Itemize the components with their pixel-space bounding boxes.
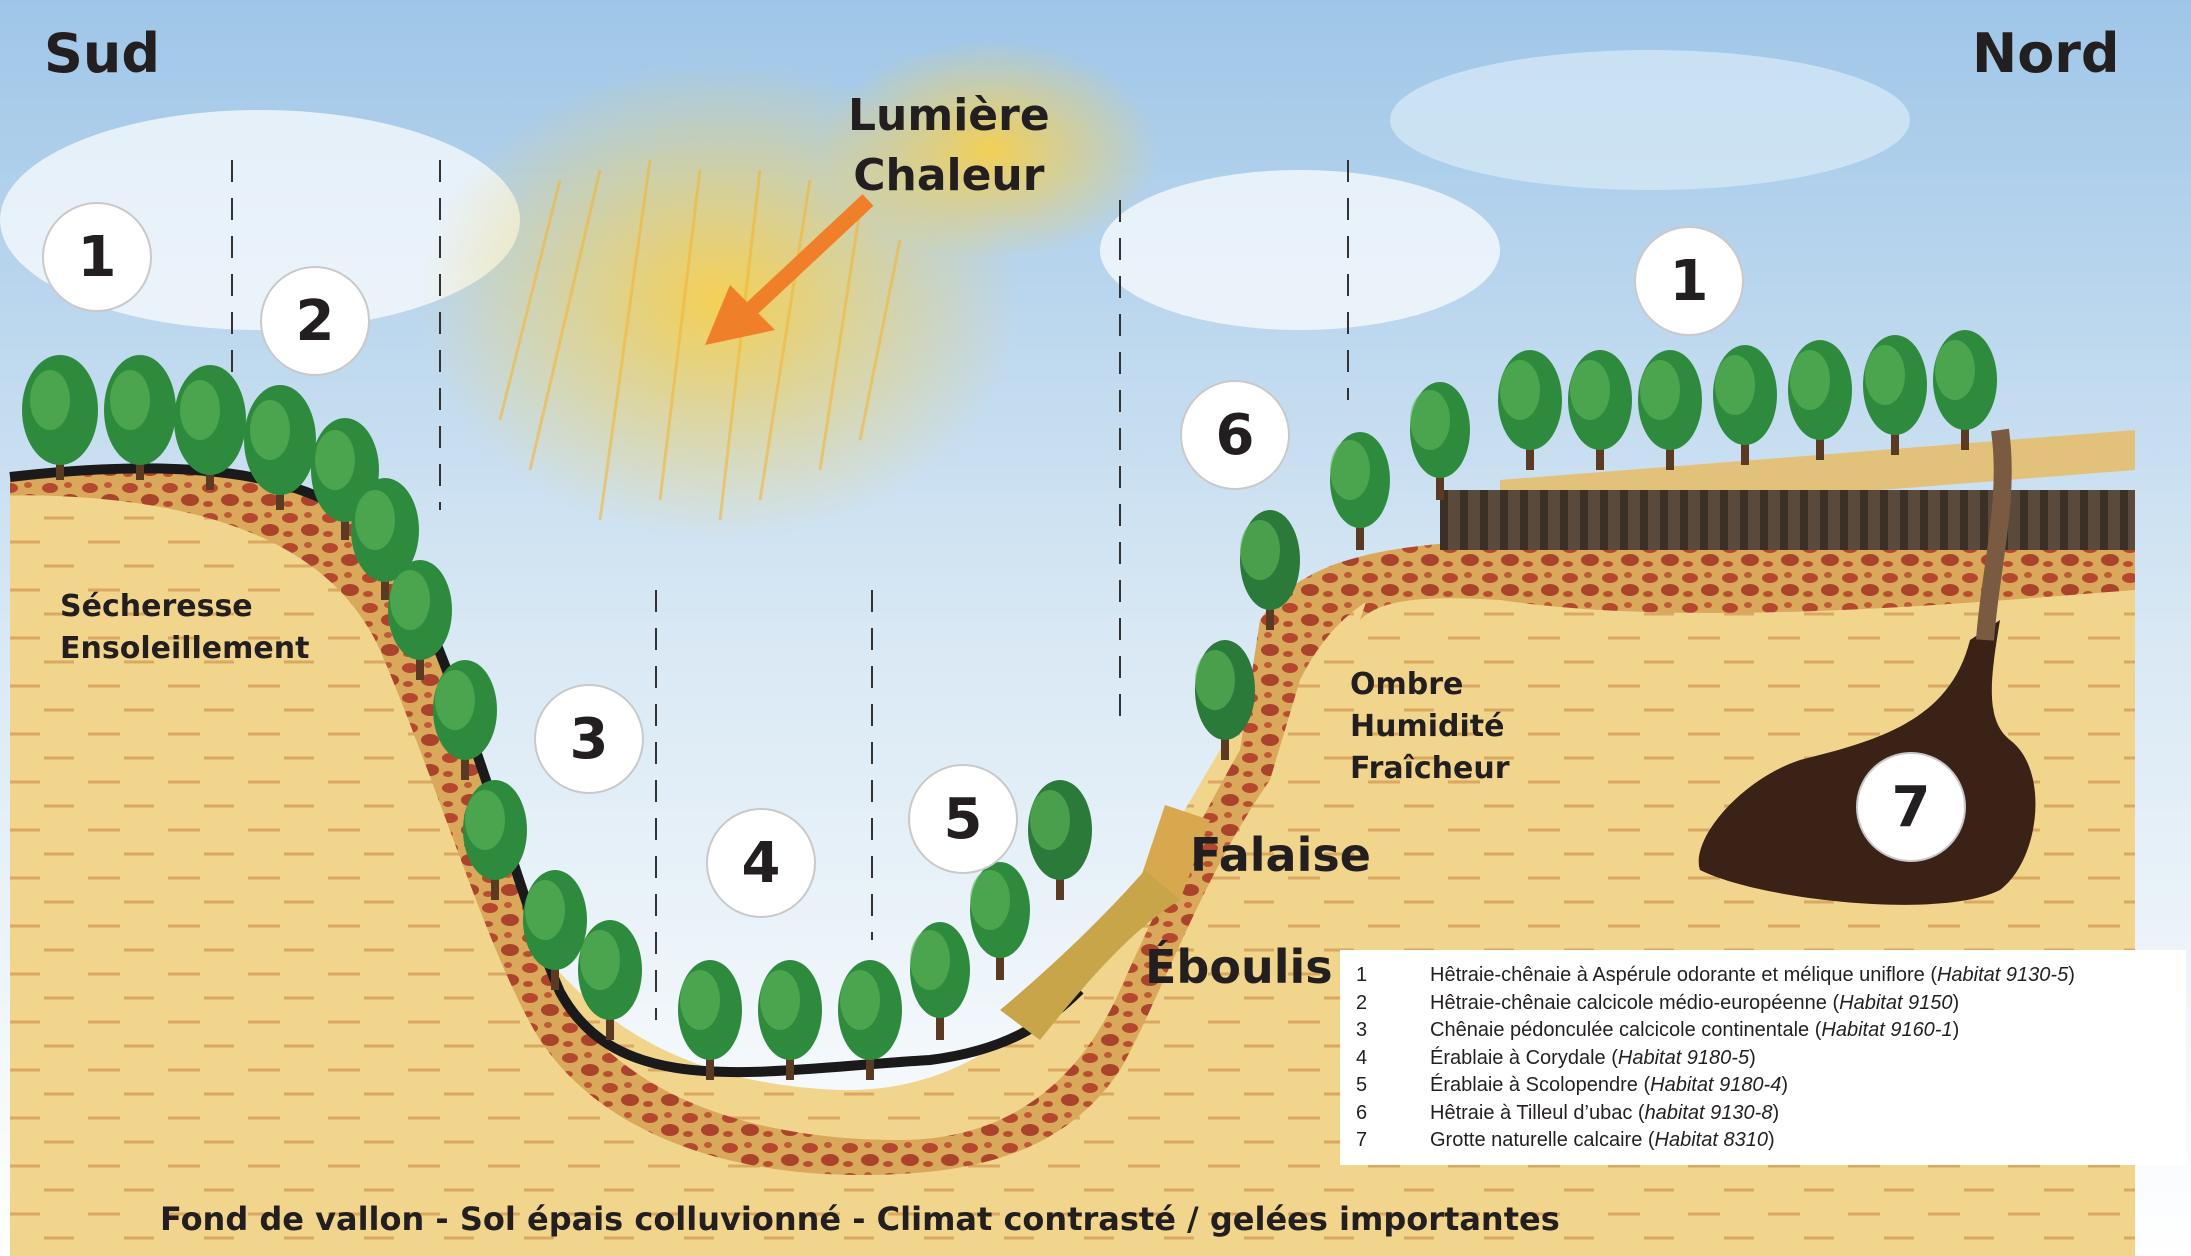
direction-south-label: Sud <box>44 22 160 85</box>
legend-description: Hêtraie-chênaie à Aspérule odorante et m… <box>1430 962 2075 990</box>
zone-badge-7: 7 <box>1856 752 1966 862</box>
north-condition-3: Fraîcheur <box>1350 748 1510 790</box>
legend-number: 3 <box>1340 1017 1430 1045</box>
zone-badge-5: 5 <box>908 764 1018 874</box>
cliff-label: Falaise <box>1190 828 1371 882</box>
legend-description-text: Érablaie à Corydale ( <box>1430 1047 1618 1069</box>
scree-label: Éboulis <box>1145 940 1333 994</box>
legend-description: Érablaie à Scolopendre (Habitat 9180-4) <box>1430 1072 1788 1100</box>
north-layer-dark <box>1440 490 2135 550</box>
legend-description-end: ) <box>1768 1129 1775 1151</box>
legend-number: 4 <box>1340 1045 1430 1073</box>
legend-description: Hêtraie-chênaie calcicole médio-européen… <box>1430 990 1959 1018</box>
north-condition-2: Humidité <box>1350 706 1510 748</box>
legend-habitat-code: Habitat 9180-4 <box>1650 1074 1781 1096</box>
legend-description-text: Grotte naturelle calcaire ( <box>1430 1129 1655 1151</box>
legend-description-text: Érablaie à Scolopendre ( <box>1430 1074 1650 1096</box>
cloud-top <box>1390 50 1910 190</box>
legend-description-end: ) <box>2068 964 2075 986</box>
zone-badge-1-north: 1 <box>1634 226 1744 336</box>
legend-number: 2 <box>1340 990 1430 1018</box>
legend-habitat-code: Habitat 9160-1 <box>1821 1019 1952 1041</box>
zone-badge-4: 4 <box>706 808 816 918</box>
south-condition-2: Ensoleillement <box>60 628 309 670</box>
legend-description-end: ) <box>1953 992 1960 1014</box>
sun-label-line2: Chaleur <box>848 146 1050 206</box>
legend-habitat-code: Habitat 9150 <box>1839 992 1952 1014</box>
sun-label-line1: Lumière <box>848 86 1050 146</box>
legend-description-text: Hêtraie à Tilleul d’ubac ( <box>1430 1102 1645 1124</box>
legend-description-text: Chênaie pédonculée calcicole continental… <box>1430 1019 1821 1041</box>
legend-description: Grotte naturelle calcaire (Habitat 8310) <box>1430 1127 1775 1155</box>
zone-badge-3: 3 <box>534 684 644 794</box>
south-condition-1: Sécheresse <box>60 586 309 628</box>
legend-description-end: ) <box>1772 1102 1779 1124</box>
cloud-right <box>1100 170 1500 330</box>
north-condition-1: Ombre <box>1350 664 1510 706</box>
legend-description-text: Hêtraie-chênaie calcicole médio-européen… <box>1430 992 1839 1014</box>
legend-description: Chênaie pédonculée calcicole continental… <box>1430 1017 1959 1045</box>
legend-description-end: ) <box>1953 1019 1960 1041</box>
south-conditions: Sécheresse Ensoleillement <box>60 586 309 670</box>
legend-habitat-code: Habitat 9180-5 <box>1618 1047 1749 1069</box>
legend-number: 5 <box>1340 1072 1430 1100</box>
legend-description: Hêtraie à Tilleul d’ubac (habitat 9130-8… <box>1430 1100 1779 1128</box>
legend-number: 1 <box>1340 962 1430 990</box>
legend-habitat-code: Habitat 8310 <box>1655 1129 1768 1151</box>
legend-description: Érablaie à Corydale (Habitat 9180-5) <box>1430 1045 1756 1073</box>
sun-label: Lumière Chaleur <box>848 86 1050 206</box>
legend-description-end: ) <box>1749 1047 1756 1069</box>
zone-badge-6: 6 <box>1180 380 1290 490</box>
legend-description-end: ) <box>1781 1074 1788 1096</box>
legend-number: 7 <box>1340 1127 1430 1155</box>
direction-north-label: Nord <box>1972 22 2120 85</box>
zone-badge-2: 2 <box>260 266 370 376</box>
legend-description-text: Hêtraie-chênaie à Aspérule odorante et m… <box>1430 964 1937 986</box>
legend-number: 6 <box>1340 1100 1430 1128</box>
legend-habitat-code: habitat 9130-8 <box>1645 1102 1773 1124</box>
caption: Fond de vallon - Sol épais colluvionné -… <box>160 1200 1560 1238</box>
legend-habitat-code: Habitat 9130-5 <box>1937 964 2068 986</box>
north-conditions: Ombre Humidité Fraîcheur <box>1350 664 1510 790</box>
zone-badge-1-south: 1 <box>42 202 152 312</box>
